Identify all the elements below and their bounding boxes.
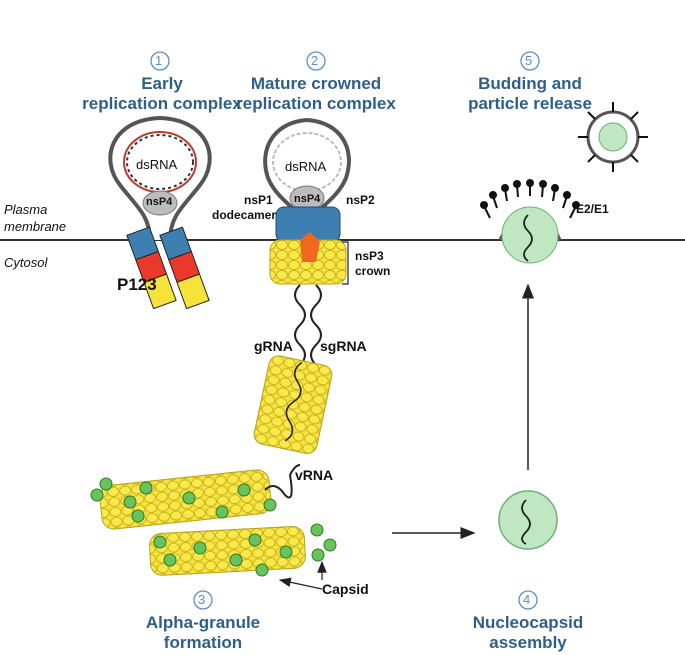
step-2-title-line1: Mature crowned [250, 74, 382, 93]
p123-right [159, 226, 210, 310]
nsp3-label-line1: nsP3 [355, 249, 384, 263]
step-2-title-line2: replication complex [236, 94, 396, 113]
step-circle-3 [193, 590, 213, 610]
step-4-title-line1: Nucleocapsid [472, 613, 584, 632]
dsrna-label-2: dsRNA [285, 159, 327, 174]
capsid-proteins [90, 477, 337, 577]
step-1-title-line1: Early [141, 74, 183, 93]
step-4-title: Nucleocapsid assembly [428, 613, 628, 653]
nsp4-label-2: nsP4 [294, 193, 321, 205]
step-3-title-line1: Alpha-granule [145, 613, 261, 632]
grna-label: gRNA [254, 338, 293, 354]
step-number-5: 5 [525, 53, 533, 68]
sgrna-strand [310, 284, 323, 376]
step-circle-1 [150, 51, 170, 71]
p123-left [126, 226, 177, 310]
e2e1-label: E2/E1 [576, 202, 609, 216]
nsp3-label-line2: crown [355, 264, 391, 278]
dsrna-label-1: dsRNA [136, 157, 178, 172]
mature-replication-complex [253, 117, 351, 454]
vrna-label: vRNA [295, 467, 334, 483]
step-1-title: Early replication complex [62, 74, 262, 114]
e2e1-spikes [480, 179, 580, 219]
nsp2-core [300, 232, 320, 262]
nsp2-label: nsP2 [346, 193, 375, 207]
step-number-3: 3 [198, 592, 206, 607]
budding-virion [480, 102, 648, 264]
nsp4-blob-1 [142, 190, 178, 216]
capsid-label: Capsid [322, 581, 369, 597]
step-3-title: Alpha-granule formation [103, 613, 303, 653]
spherule-2 [263, 117, 351, 217]
step-5-title-line2: particle release [468, 94, 592, 113]
nsp3-bracket [342, 241, 349, 285]
step-5-title-line1: Budding and [478, 74, 582, 93]
vrna-tail [264, 464, 301, 499]
step-number-1: 1 [155, 53, 163, 68]
cytosol-label: Cytosol [4, 255, 48, 270]
step-number-4: 4 [523, 592, 531, 607]
crown-cylinder [253, 355, 333, 454]
nucleocapsid [498, 490, 558, 550]
plasma-label-line1: Plasma [4, 202, 48, 217]
granule-cylinder-bottom [149, 525, 306, 576]
sgrna-label: sgRNA [320, 338, 367, 354]
step-1-title-line2: replication complex [82, 94, 242, 113]
early-replication-complex [108, 115, 212, 310]
spherule-1 [108, 115, 212, 241]
step-3-title-line2: formation [163, 633, 243, 652]
nsp1-label-line2: dodecamer [212, 208, 277, 222]
nsp1-label-line1: nsP1 [244, 193, 273, 207]
step-number-2: 2 [311, 53, 319, 68]
capsid-pointer [278, 577, 323, 590]
alpha-granule [90, 464, 337, 577]
step-2-title: Mature crowned replication complex [216, 74, 416, 114]
step-5-title: Budding and particle release [430, 74, 630, 114]
step-circle-5 [520, 51, 540, 71]
step-4-title-line2: assembly [489, 633, 567, 652]
plasma-label-line2: membrane [4, 219, 67, 234]
released-particle [578, 102, 648, 172]
nsp4-label-1: nsP4 [146, 196, 173, 208]
step-circle-4 [518, 590, 538, 610]
p123-label: P123 [117, 275, 157, 294]
step-circle-2 [306, 51, 326, 71]
step-circles [150, 51, 540, 610]
